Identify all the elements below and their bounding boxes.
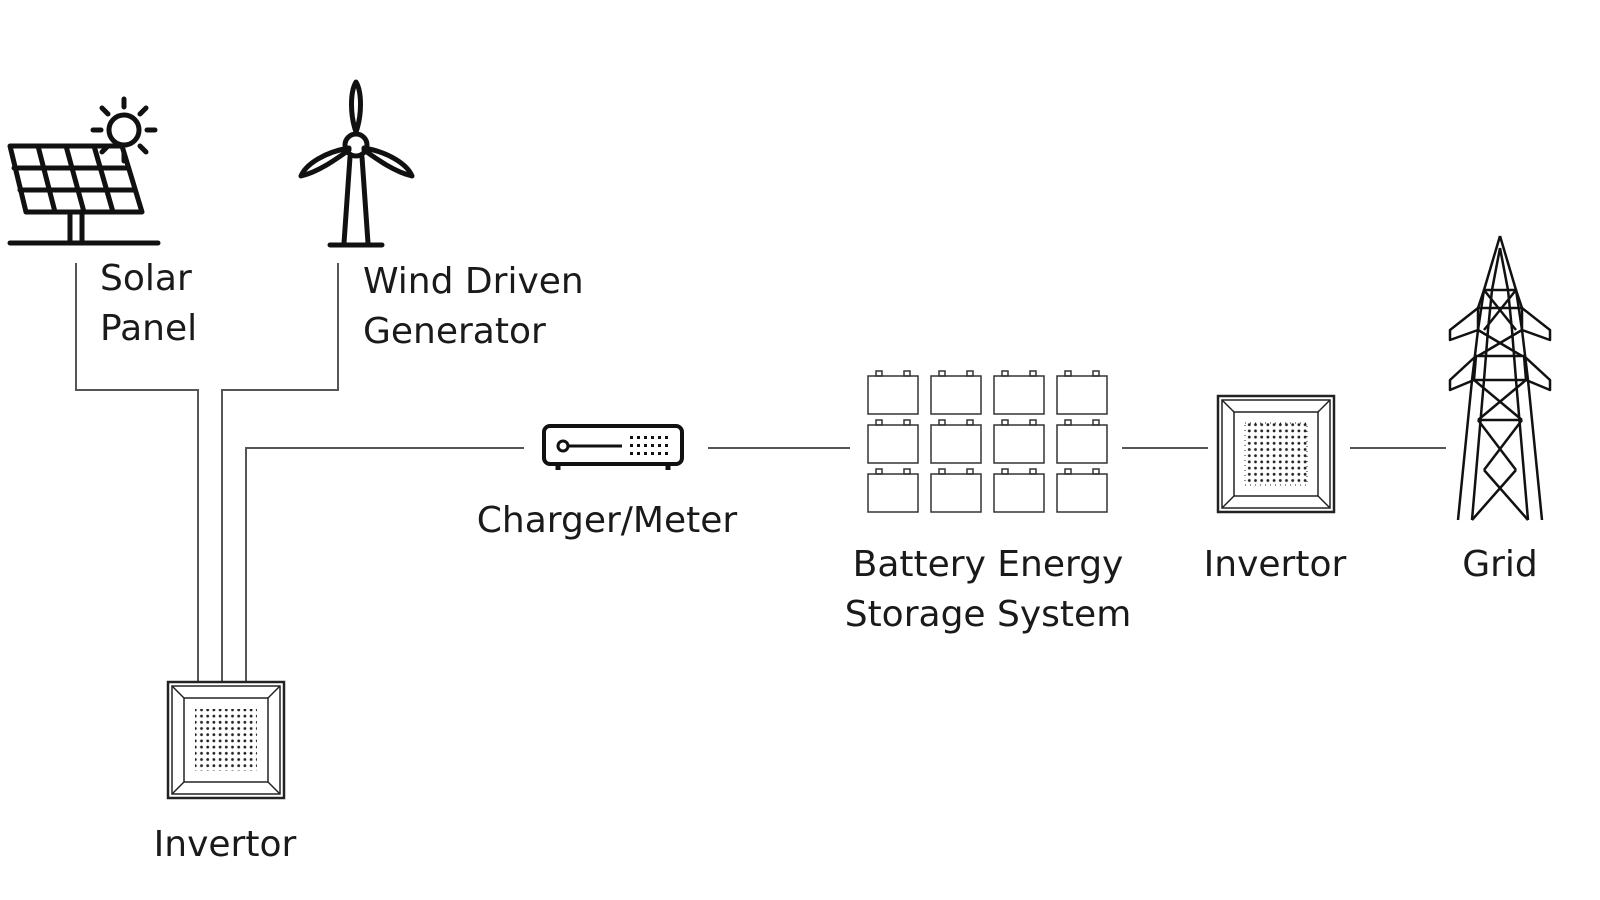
grid-label: Grid <box>1462 544 1538 585</box>
battery-storage-label: Battery Energy Storage System <box>838 540 1138 640</box>
invertor-to-charger-line <box>245 447 524 682</box>
battery-cell <box>930 468 982 513</box>
battery-cell <box>993 468 1045 513</box>
battery-bank-icon <box>867 370 1108 513</box>
invertor-right-label: Invertor <box>1203 544 1347 585</box>
solar-panel-label-line1: Solar <box>100 258 192 299</box>
battery-cell <box>930 370 982 415</box>
wind-generator-label: Wind Driven Generator <box>363 257 584 357</box>
battery-cell <box>1056 419 1108 464</box>
charger-meter-label: Charger/Meter <box>476 500 738 541</box>
wind-generator-label-line1: Wind Driven <box>363 261 584 302</box>
charger-display-grid <box>630 436 668 455</box>
battery-cell <box>867 419 919 464</box>
sun-icon <box>106 112 142 148</box>
wind-generator-label-line2: Generator <box>363 311 546 352</box>
solar-panel-label: Solar Panel <box>100 254 197 354</box>
invertor-right-icon <box>1216 394 1336 514</box>
battery-cell <box>930 419 982 464</box>
wind-turbine-icon <box>298 79 415 248</box>
invertor-bottom-label: Invertor <box>153 824 297 865</box>
invertor-bottom-icon <box>166 680 286 800</box>
battery-cell <box>993 419 1045 464</box>
transmission-tower-icon <box>1448 235 1552 521</box>
battery-storage-label-line2: Storage System <box>844 594 1132 635</box>
battery-cell <box>993 370 1045 415</box>
battery-storage-label-line1: Battery Energy <box>852 544 1124 585</box>
connection-lines <box>75 263 1446 682</box>
solar-panel-icon <box>7 96 161 246</box>
wind-to-invertor-line <box>221 263 339 682</box>
battery-cell <box>1056 370 1108 415</box>
battery-cell <box>1056 468 1108 513</box>
battery-cell <box>867 370 919 415</box>
battery-cell <box>867 468 919 513</box>
solar-to-invertor-line <box>75 263 199 682</box>
charger-meter-icon <box>542 424 684 470</box>
solar-panel-label-line2: Panel <box>100 308 198 349</box>
